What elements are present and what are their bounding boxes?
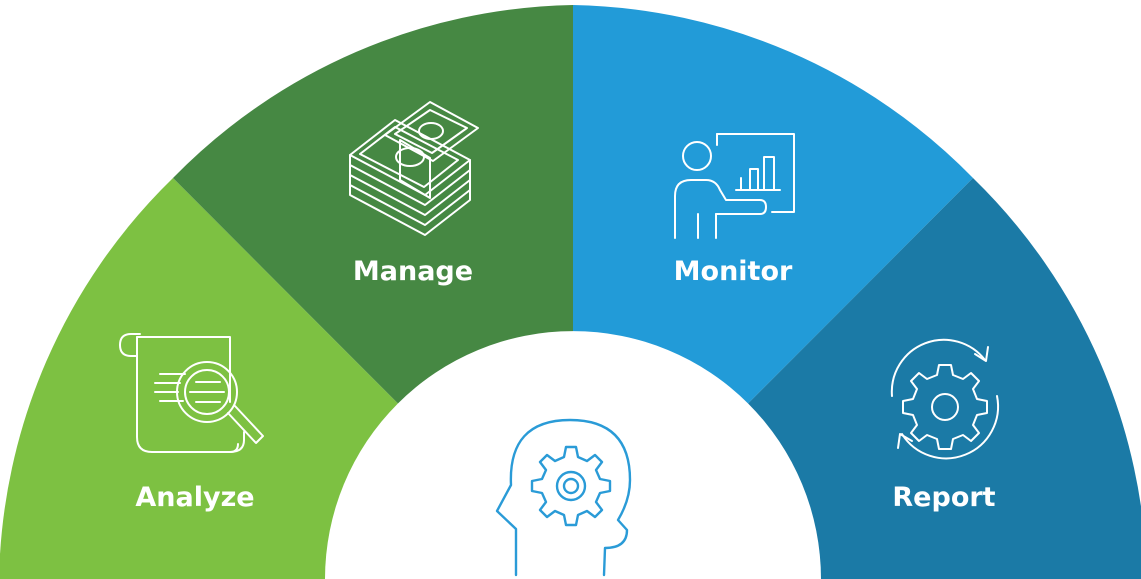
label-manage: Manage: [353, 256, 473, 287]
label-monitor: Monitor: [674, 256, 793, 287]
center-hub: [325, 331, 821, 579]
presenter-chart-icon: [674, 133, 795, 239]
label-analyze: Analyze: [135, 482, 254, 513]
head-gear-icon: [495, 418, 632, 577]
scroll-magnifier-icon: [119, 333, 264, 453]
label-report: Report: [892, 482, 995, 513]
money-stack-icon: [349, 101, 479, 236]
gear-refresh-icon: [890, 338, 1000, 460]
